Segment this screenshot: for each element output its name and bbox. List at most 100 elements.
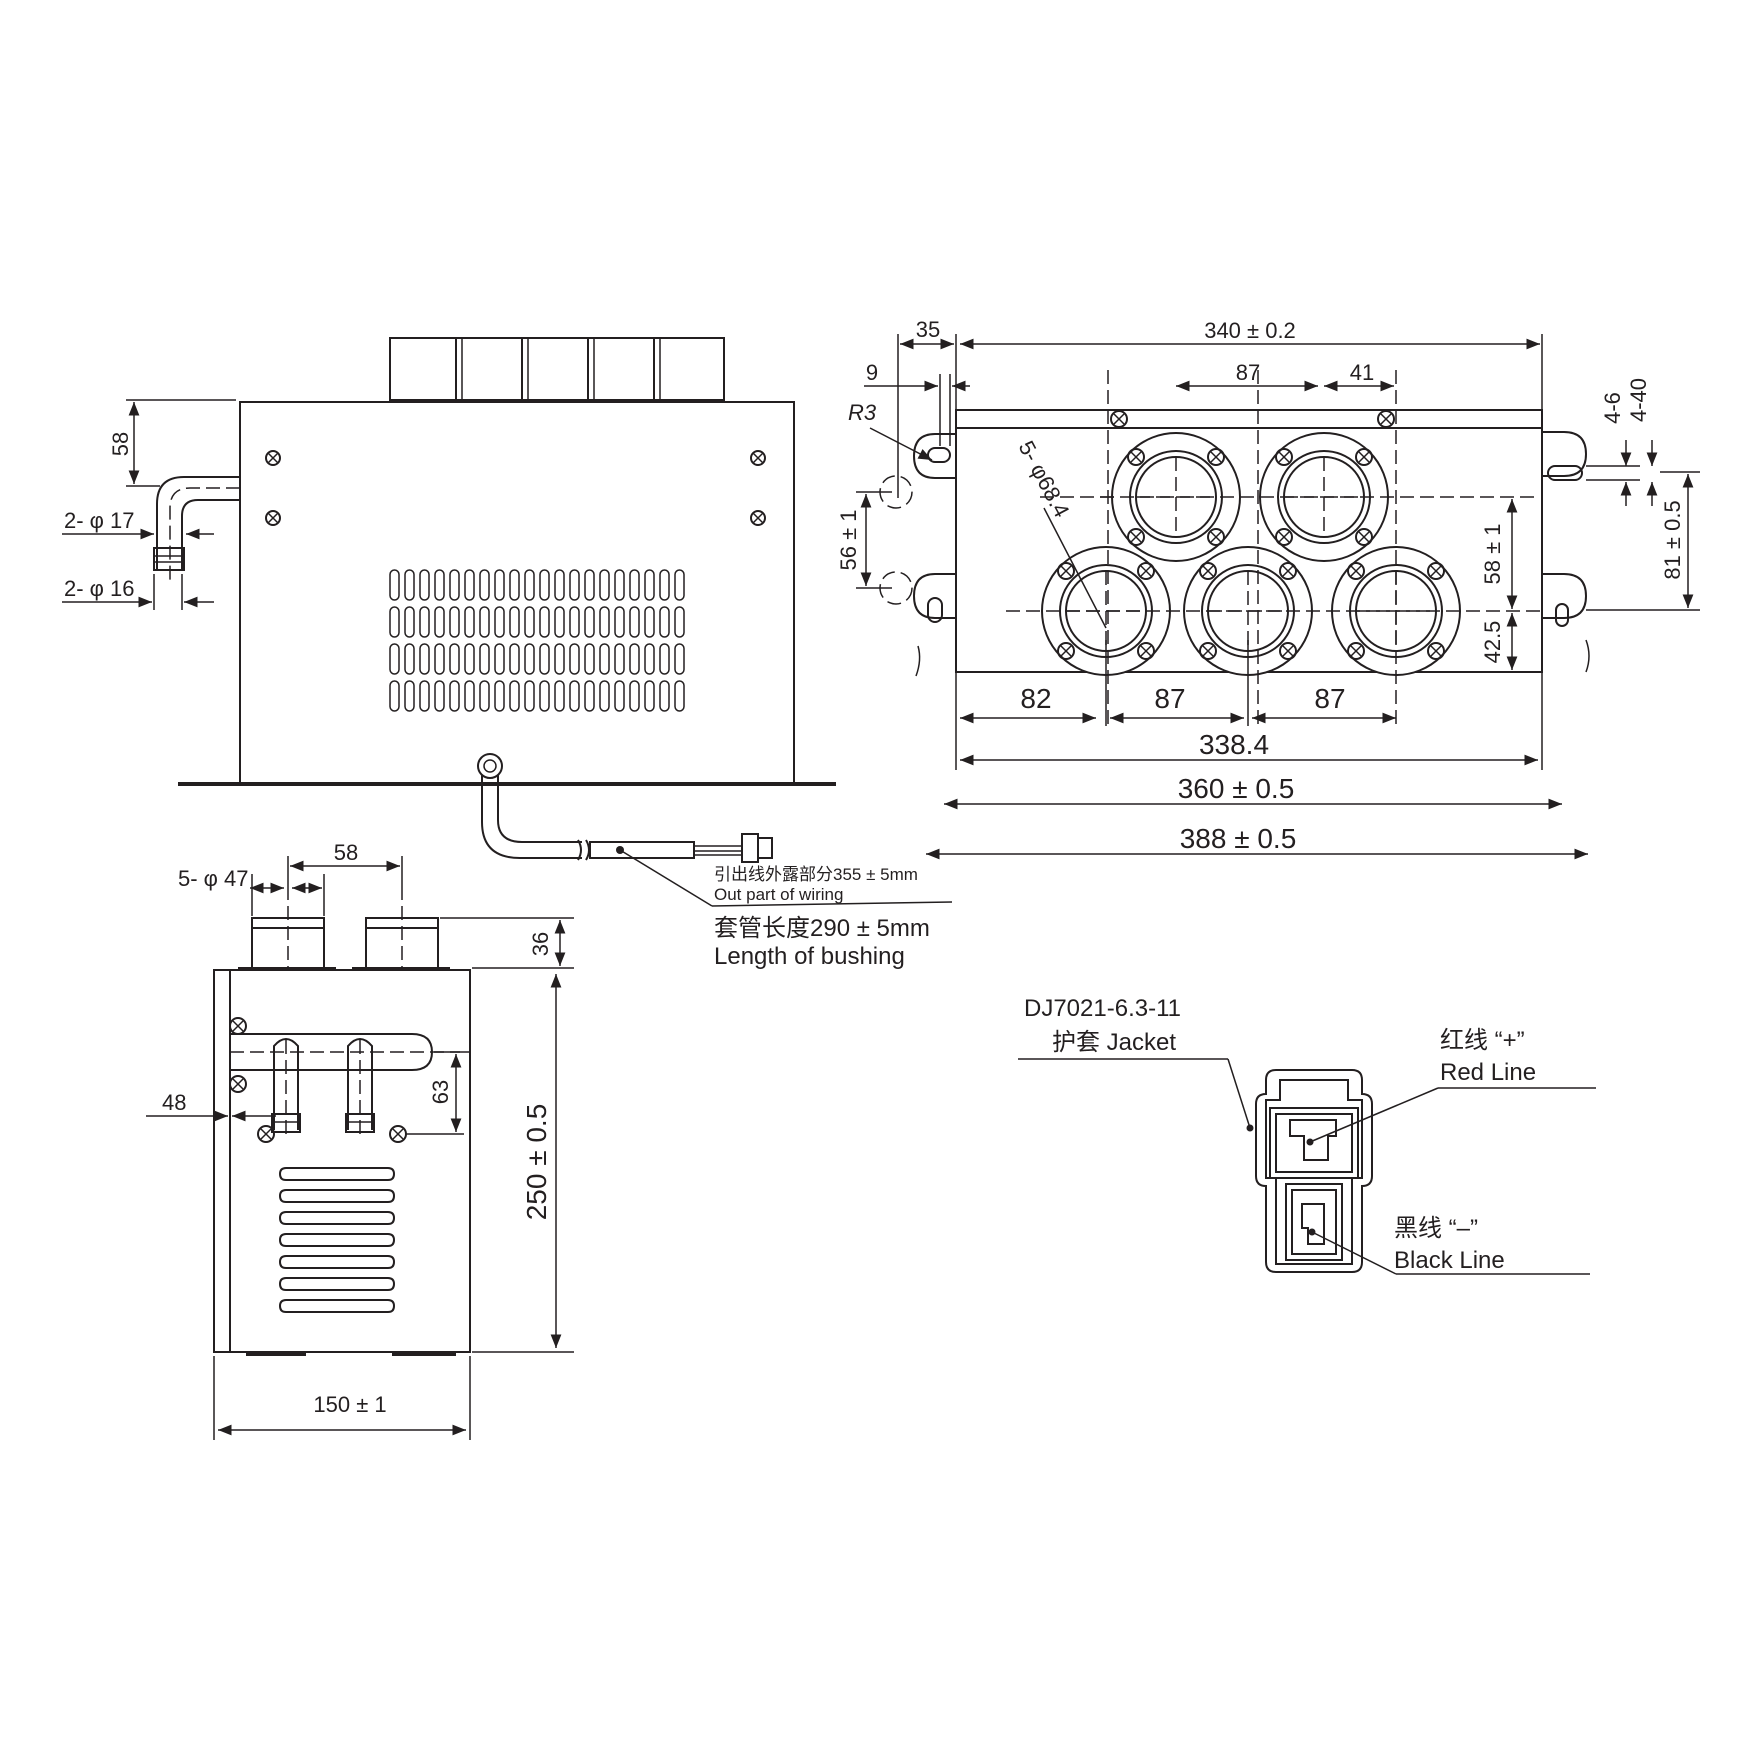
vent-slot [449,643,460,675]
vent-slot [614,569,625,601]
vent-slot [389,606,400,638]
svg-text:250 ± 0.5: 250 ± 0.5 [521,1104,552,1221]
vent-slot [539,569,550,601]
vent-slot [494,569,505,601]
vent-slot [629,606,640,638]
side-housing [239,401,795,785]
side-vent-slots [389,569,685,712]
vent-slot [599,643,610,675]
vent-slot [449,569,460,601]
fan-screw [1127,448,1145,466]
vent-slot [569,680,580,712]
svg-text:套管长度290 ± 5mm: 套管长度290 ± 5mm [714,915,930,942]
svg-text:36: 36 [528,932,553,956]
svg-text:82: 82 [1020,683,1051,714]
fan-screw [1199,642,1217,660]
vent-slot [494,643,505,675]
svg-text:4-6: 4-6 [1600,392,1625,424]
fan-screw [1275,448,1293,466]
top-dim-35: 35 [897,317,957,498]
vent-slot [539,680,550,712]
top-dim-bottom-row: 82 87 87 [955,640,1543,770]
louvre-slot [278,1299,396,1313]
front-dim-36: 36 [440,917,574,969]
vent-slot [524,569,535,601]
vent-slot [554,643,565,675]
top-dim-58: 58 ± 1 [1480,499,1518,609]
svg-text:48: 48 [162,1090,186,1115]
fan-screw [1137,642,1155,660]
vent-slot [659,680,670,712]
wiring-notes: 引出线外露部分355 ± 5mm Out part of wiring 套管长度… [714,865,930,970]
front-pipe [230,1033,460,1140]
top-dim-r3: R3 [848,400,933,461]
svg-text:4-40: 4-40 [1626,378,1651,422]
front-dim-phi47: 5- φ 47 [178,866,325,916]
svg-text:黑线 “–”: 黑线 “–” [1394,1215,1478,1242]
vent-slot [509,606,520,638]
fan-screw [1427,642,1445,660]
svg-text:R3: R3 [848,400,877,425]
fan-screw [1427,562,1445,580]
vent-slot [554,680,565,712]
top-dim-41: 41 [1324,360,1394,392]
vent-slot [509,643,520,675]
vent-slot [659,643,670,675]
vent-slot [464,680,475,712]
vent-slot [389,569,400,601]
vent-slot [404,680,415,712]
fan-screw [1199,562,1217,580]
vent-slot [419,569,430,601]
louvre-slot [278,1233,396,1247]
side-dim-phi16: 2- φ 16 [62,574,214,610]
svg-text:2- φ 17: 2- φ 17 [64,508,135,533]
vent-slot [644,680,655,712]
vent-slot [629,680,640,712]
side-fan-blocks [389,337,725,401]
vent-slot [464,569,475,601]
vent-slot [479,643,490,675]
vent-slot [584,643,595,675]
svg-text:护套 Jacket: 护套 Jacket [1052,1029,1176,1056]
vent-slot [569,606,580,638]
svg-text:87: 87 [1154,683,1185,714]
front-dim-58: 58 [287,840,403,886]
vent-slot [479,606,490,638]
top-dim-56: 56 ± 1 [836,491,892,589]
vent-slot [674,680,685,712]
vent-slot [674,643,685,675]
svg-text:2- φ 16: 2- φ 16 [64,576,135,601]
svg-text:Length of bushing: Length of bushing [714,943,905,970]
top-dim-42: 42.5 [1480,613,1518,670]
vent-slot [404,643,415,675]
vent-slot [614,680,625,712]
fan-screw [1207,528,1225,546]
front-dim-250: 250 ± 0.5 [472,974,574,1353]
vent-slot [599,606,610,638]
top-right-flanges [1542,431,1590,673]
vent-slot [614,643,625,675]
top-dim-360: 360 ± 0.5 [944,773,1562,810]
vent-slot [419,606,430,638]
vent-slot [659,606,670,638]
fan-screw [1347,642,1365,660]
vent-slot [599,569,610,601]
top-left-flanges [879,433,956,677]
louvre-slot [278,1189,396,1203]
svg-text:338.4: 338.4 [1199,729,1269,760]
vent-slot [674,606,685,638]
svg-text:63: 63 [428,1080,453,1104]
louvre-slot [278,1211,396,1225]
vent-slot [419,643,430,675]
top-dim-338: 338.4 [960,729,1538,766]
fan-screw [1127,528,1145,546]
svg-text:35: 35 [916,317,940,342]
side-wiring-bushing [477,753,953,907]
vent-slot [449,606,460,638]
vent-slot [389,643,400,675]
vent-slot [434,643,445,675]
louvre-slot [278,1277,396,1291]
vent-slot [644,569,655,601]
svg-text:58 ± 1: 58 ± 1 [1480,523,1505,584]
vent-slot [449,680,460,712]
